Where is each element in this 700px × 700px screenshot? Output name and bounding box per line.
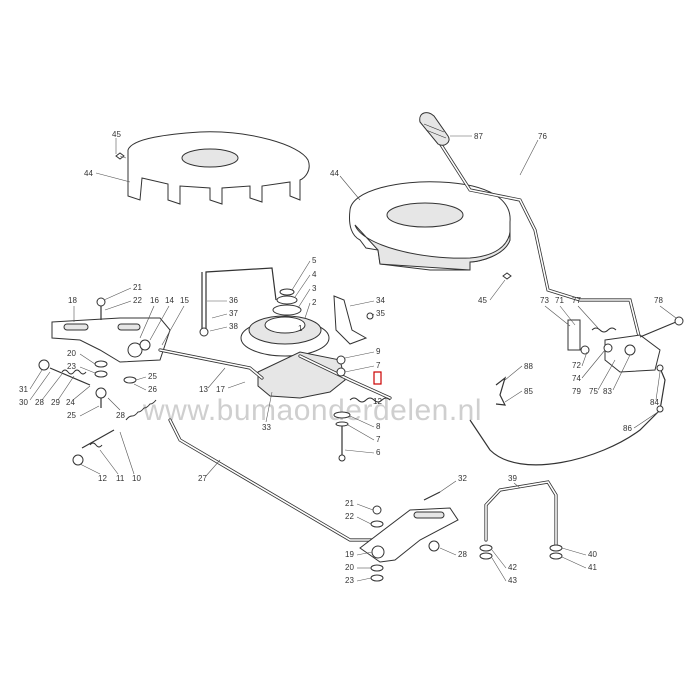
clutch-assembly (199, 267, 392, 462)
callout-12: 12 (373, 397, 382, 406)
callout-75: 75 (589, 387, 598, 396)
callout-19: 19 (345, 550, 354, 559)
bottom-bracket (359, 491, 459, 582)
callout-28: 28 (35, 398, 44, 407)
callout-39: 39 (508, 474, 517, 483)
gear-lever (419, 112, 642, 342)
callout-23: 23 (345, 576, 354, 585)
callouts: 45 44 44 45 87 76 73 71 77 78 72 74 79 7… (19, 130, 677, 585)
callout-7: 7 (376, 361, 381, 370)
callout-12: 12 (98, 474, 107, 483)
cable-clip (495, 376, 507, 406)
callout-45: 45 (478, 296, 487, 305)
callout-74: 74 (572, 374, 581, 383)
cable (469, 364, 666, 466)
callout-5: 5 (312, 256, 317, 265)
callout-20: 20 (67, 349, 76, 358)
bolt-spring-left (38, 359, 91, 386)
callout-88: 88 (524, 362, 533, 371)
callout-13: 13 (199, 385, 208, 394)
callout-26: 26 (148, 385, 157, 394)
callout-23: 23 (67, 362, 76, 371)
callout-27: 27 (198, 474, 207, 483)
callout-22: 22 (133, 296, 142, 305)
washers-left (94, 360, 137, 408)
callout-31: 31 (19, 385, 28, 394)
callout-86: 86 (623, 424, 632, 433)
callout-22: 22 (345, 512, 354, 521)
callout-45: 45 (112, 130, 121, 139)
callout-2: 2 (312, 298, 317, 307)
callout-78: 78 (654, 296, 663, 305)
callout-73: 73 (540, 296, 549, 305)
callout-76: 76 (538, 132, 547, 141)
lever-mechanism (567, 316, 684, 373)
rod-13 (158, 348, 264, 380)
callout-25: 25 (148, 372, 157, 381)
callout-30: 30 (19, 398, 28, 407)
callout-29: 29 (51, 398, 60, 407)
callout-14: 14 (165, 296, 174, 305)
callout-17: 17 (216, 385, 225, 394)
callout-84: 84 (650, 398, 659, 407)
callout-20: 20 (345, 563, 354, 572)
callout-87: 87 (474, 132, 483, 141)
watermark-text: www.bumaonderdelen.nl (142, 394, 482, 427)
callout-77: 77 (572, 296, 581, 305)
callout-24: 24 (66, 398, 75, 407)
screw-45-top (115, 152, 127, 160)
callout-28: 28 (458, 550, 467, 559)
bolts-left-bottom (72, 429, 115, 466)
callout-25: 25 (67, 411, 76, 420)
left-bracket (51, 297, 171, 363)
callout-37: 37 (229, 309, 238, 318)
bracket-34 (333, 295, 374, 345)
belt-cover-large (349, 181, 511, 271)
callout-6: 6 (376, 448, 381, 457)
callout-71: 71 (555, 296, 564, 305)
callout-44: 44 (84, 169, 93, 178)
callout-44: 44 (330, 169, 339, 178)
screw-45-right (502, 272, 512, 280)
highlight-marker (373, 371, 382, 385)
callout-79: 79 (572, 387, 581, 396)
callout-83: 83 (603, 387, 612, 396)
callout-18: 18 (68, 296, 77, 305)
belt-cover-small (127, 131, 310, 205)
callout-16: 16 (150, 296, 159, 305)
callout-8: 8 (376, 422, 381, 431)
callout-9: 9 (376, 347, 381, 356)
callout-32: 32 (458, 474, 467, 483)
callout-38: 38 (229, 322, 238, 331)
callout-35: 35 (376, 309, 385, 318)
callout-36: 36 (229, 296, 238, 305)
callout-42: 42 (508, 563, 517, 572)
callout-10: 10 (132, 474, 141, 483)
callout-28: 28 (116, 411, 125, 420)
callout-85: 85 (524, 387, 533, 396)
callout-40: 40 (588, 550, 597, 559)
callout-4: 4 (312, 270, 317, 279)
callout-7: 7 (376, 435, 381, 444)
callout-21: 21 (133, 283, 142, 292)
callout-33: 33 (262, 423, 271, 432)
callout-72: 72 (572, 361, 581, 370)
callout-1: 1 (298, 324, 303, 333)
callout-41: 41 (588, 563, 597, 572)
callout-34: 34 (376, 296, 385, 305)
callout-21: 21 (345, 499, 354, 508)
callout-3: 3 (312, 284, 317, 293)
rod-39 (479, 480, 563, 560)
callout-43: 43 (508, 576, 517, 585)
callout-15: 15 (180, 296, 189, 305)
callout-11: 11 (116, 474, 125, 483)
